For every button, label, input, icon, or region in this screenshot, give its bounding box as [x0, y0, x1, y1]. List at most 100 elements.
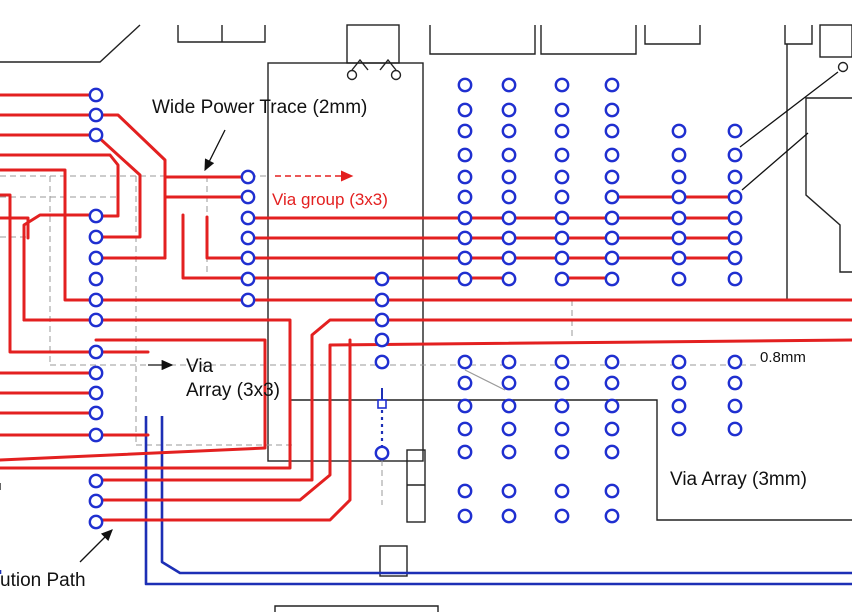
via-hole	[604, 271, 620, 287]
via-hole	[727, 421, 743, 437]
via-hole	[88, 271, 104, 287]
via-hole	[501, 169, 517, 185]
via-hole	[604, 421, 620, 437]
via-hole	[501, 444, 517, 460]
via-hole	[671, 421, 687, 437]
via-hole	[727, 147, 743, 163]
via-hole	[554, 483, 570, 499]
via-hole	[374, 445, 390, 461]
via-array-small-label-line1: Via	[186, 356, 214, 377]
via-hole	[727, 230, 743, 246]
spacing-label: 0.8mm	[760, 349, 806, 366]
distribution-path-label: ution Path	[0, 570, 86, 591]
via-hole	[501, 421, 517, 437]
via-hole	[671, 250, 687, 266]
via-hole	[501, 354, 517, 370]
via-hole	[671, 123, 687, 139]
via-hole	[604, 123, 620, 139]
via-hole	[501, 102, 517, 118]
via-hole	[604, 375, 620, 391]
via-hole	[88, 385, 104, 401]
via-hole	[554, 210, 570, 226]
via-hole	[457, 508, 473, 524]
via-hole	[457, 189, 473, 205]
via-hole	[671, 354, 687, 370]
via-hole	[501, 77, 517, 93]
via-hole	[501, 230, 517, 246]
via-hole	[374, 354, 390, 370]
red-traces	[0, 93, 852, 522]
via-hole	[374, 271, 390, 287]
via-hole	[671, 271, 687, 287]
via-hole	[727, 398, 743, 414]
via-hole	[604, 147, 620, 163]
via-hole	[457, 169, 473, 185]
via-hole	[604, 77, 620, 93]
via-hole	[88, 208, 104, 224]
via-hole	[501, 375, 517, 391]
via-hole	[604, 210, 620, 226]
via-hole	[671, 169, 687, 185]
via-hole	[554, 189, 570, 205]
via-hole	[727, 123, 743, 139]
via-hole	[457, 230, 473, 246]
via-hole	[374, 312, 390, 328]
wide-power-trace-label: Wide Power Trace (2mm)	[152, 97, 367, 118]
via-hole	[457, 444, 473, 460]
via-hole	[671, 230, 687, 246]
via-hole	[88, 87, 104, 103]
via-array-small-label-line2: Array (3x3)	[186, 380, 280, 401]
via-hole	[727, 375, 743, 391]
via-hole	[374, 292, 390, 308]
via-hole	[240, 210, 256, 226]
via-hole	[501, 189, 517, 205]
via-hole	[457, 375, 473, 391]
via-hole	[604, 398, 620, 414]
via-hole	[604, 483, 620, 499]
via-hole	[554, 123, 570, 139]
via-hole	[671, 210, 687, 226]
via-grid	[88, 77, 743, 530]
via-hole	[671, 398, 687, 414]
via-hole	[88, 344, 104, 360]
via-hole	[240, 271, 256, 287]
via-hole	[501, 398, 517, 414]
via-hole	[554, 230, 570, 246]
via-hole	[457, 210, 473, 226]
via-hole	[457, 147, 473, 163]
via-group-label: Via group (3x3)	[272, 190, 388, 209]
via-hole	[88, 514, 104, 530]
via-hole	[457, 354, 473, 370]
via-hole	[88, 292, 104, 308]
via-hole	[554, 421, 570, 437]
via-hole	[554, 354, 570, 370]
board-outlines	[0, 24, 852, 612]
via-hole	[671, 375, 687, 391]
via-hole	[554, 398, 570, 414]
blue-traces	[0, 388, 852, 586]
via-hole	[88, 365, 104, 381]
via-hole	[671, 147, 687, 163]
via-hole	[604, 169, 620, 185]
via-hole	[604, 102, 620, 118]
via-hole	[88, 493, 104, 509]
via-hole	[88, 473, 104, 489]
via-hole	[727, 189, 743, 205]
via-hole	[604, 250, 620, 266]
via-hole	[457, 102, 473, 118]
via-hole	[240, 230, 256, 246]
via-hole	[88, 405, 104, 421]
via-hole	[554, 77, 570, 93]
via-hole	[457, 398, 473, 414]
via-hole	[604, 230, 620, 246]
via-hole	[727, 354, 743, 370]
via-hole	[88, 107, 104, 123]
via-hole	[501, 147, 517, 163]
via-hole	[457, 250, 473, 266]
via-hole	[554, 508, 570, 524]
via-hole	[727, 169, 743, 185]
via-hole	[240, 250, 256, 266]
via-hole	[457, 271, 473, 287]
via-hole	[88, 127, 104, 143]
